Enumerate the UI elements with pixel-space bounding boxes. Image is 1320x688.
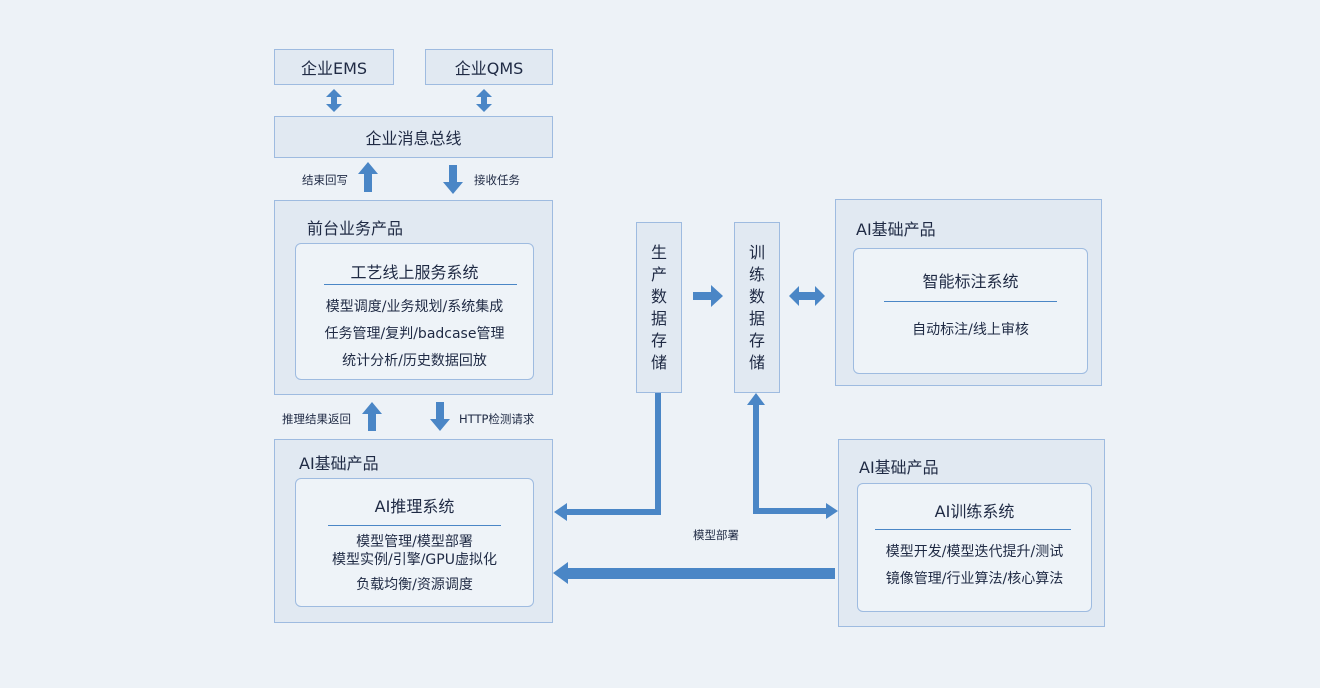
annotation-group-title: AI基础产品	[856, 220, 936, 239]
training-to-storage-line-v	[753, 404, 759, 514]
inference-line-3: 负载均衡/资源调度	[356, 577, 473, 593]
production-storage-char-5: 存	[650, 330, 667, 350]
inference-product-group: AI基础产品 AI推理系统 模型管理/模型部署 模型实例/引擎/GPU虚拟化 负…	[274, 439, 553, 623]
inference-return-label: 推理结果返回	[282, 412, 351, 426]
model-deploy-arrowhead	[553, 562, 568, 584]
annotation-product-group: AI基础产品 智能标注系统 自动标注/线上审核	[835, 199, 1102, 386]
enterprise-ems-label: 企业EMS	[300, 59, 368, 78]
production-data-storage: 生 产 数 据 存 储	[636, 222, 682, 393]
frontend-group-title: 前台业务产品	[307, 219, 404, 238]
inference-line-2: 模型实例/引擎/GPU虚拟化	[332, 552, 497, 568]
production-to-inference-arrowhead	[554, 503, 567, 521]
production-storage-char-2: 产	[650, 264, 667, 284]
production-to-training-arrow	[693, 285, 723, 307]
training-to-storage-right-head	[826, 503, 838, 519]
training-line-1: 模型开发/模型迭代提升/测试	[885, 544, 1064, 560]
annotation-system-title: 智能标注系统	[922, 272, 1019, 291]
frontend-product-group: 前台业务产品 工艺线上服务系统 模型调度/业务规划/系统集成 任务管理/复判/b…	[274, 200, 553, 395]
inference-group-title: AI基础产品	[299, 454, 379, 473]
annotation-divider	[884, 301, 1057, 302]
training-annotation-double-arrow	[789, 286, 825, 306]
inference-return-up-arrow	[362, 402, 382, 431]
training-storage-char-1: 训	[748, 242, 765, 262]
annotation-system: 智能标注系统 自动标注/线上审核	[853, 248, 1088, 374]
write-back-up-arrow	[358, 162, 378, 192]
production-storage-char-3: 数	[650, 286, 667, 306]
training-group-title: AI基础产品	[859, 458, 939, 477]
inference-system-title: AI推理系统	[374, 497, 455, 516]
process-service-line-2: 任务管理/复判/badcase管理	[324, 326, 505, 342]
process-service-title: 工艺线上服务系统	[350, 263, 479, 282]
annotation-line-1: 自动标注/线上审核	[912, 322, 1029, 338]
training-storage-char-3: 数	[748, 286, 765, 306]
inference-line-1: 模型管理/模型部署	[356, 534, 473, 550]
training-system: AI训练系统 模型开发/模型迭代提升/测试 镜像管理/行业算法/核心算法	[857, 483, 1092, 612]
training-system-title: AI训练系统	[934, 502, 1015, 521]
http-request-label: HTTP检测请求	[459, 412, 535, 426]
training-storage-char-4: 据	[748, 308, 765, 328]
process-service-divider	[324, 284, 517, 285]
process-service-line-1: 模型调度/业务规划/系统集成	[325, 299, 504, 315]
production-storage-char-4: 据	[650, 308, 667, 328]
inference-divider	[328, 525, 501, 526]
enterprise-qms-box: 企业QMS	[425, 49, 553, 85]
ems-bus-double-arrow	[326, 89, 342, 112]
training-data-storage: 训 练 数 据 存 储	[734, 222, 780, 393]
training-line-2: 镜像管理/行业算法/核心算法	[885, 571, 1064, 587]
enterprise-ems-box: 企业EMS	[274, 49, 394, 85]
training-to-storage-line-h	[753, 508, 827, 514]
training-storage-char-2: 练	[748, 264, 765, 284]
http-request-down-arrow	[430, 402, 450, 431]
process-service-line-3: 统计分析/历史数据回放	[342, 353, 487, 369]
model-deploy-label: 模型部署	[693, 528, 739, 542]
model-deploy-line	[566, 568, 835, 579]
enterprise-qms-label: 企业QMS	[454, 59, 524, 78]
training-storage-char-5: 存	[748, 330, 765, 350]
write-back-label: 结束回写	[302, 173, 348, 187]
production-storage-char-1: 生	[650, 242, 667, 262]
production-to-inference-line-h	[566, 509, 661, 515]
training-divider	[875, 529, 1071, 530]
receive-task-down-arrow	[443, 165, 463, 194]
production-storage-char-6: 储	[650, 352, 667, 372]
message-bus-box: 企业消息总线	[274, 116, 553, 158]
receive-task-label: 接收任务	[474, 173, 520, 187]
message-bus-label: 企业消息总线	[365, 129, 462, 148]
training-to-storage-up-head	[747, 393, 765, 405]
production-to-inference-line-v	[655, 393, 661, 515]
process-service-system: 工艺线上服务系统 模型调度/业务规划/系统集成 任务管理/复判/badcase管…	[295, 243, 534, 380]
inference-system: AI推理系统 模型管理/模型部署 模型实例/引擎/GPU虚拟化 负载均衡/资源调…	[295, 478, 534, 607]
training-storage-char-6: 储	[748, 352, 765, 372]
qms-bus-double-arrow	[476, 89, 492, 112]
training-product-group: AI基础产品 AI训练系统 模型开发/模型迭代提升/测试 镜像管理/行业算法/核…	[838, 439, 1105, 627]
